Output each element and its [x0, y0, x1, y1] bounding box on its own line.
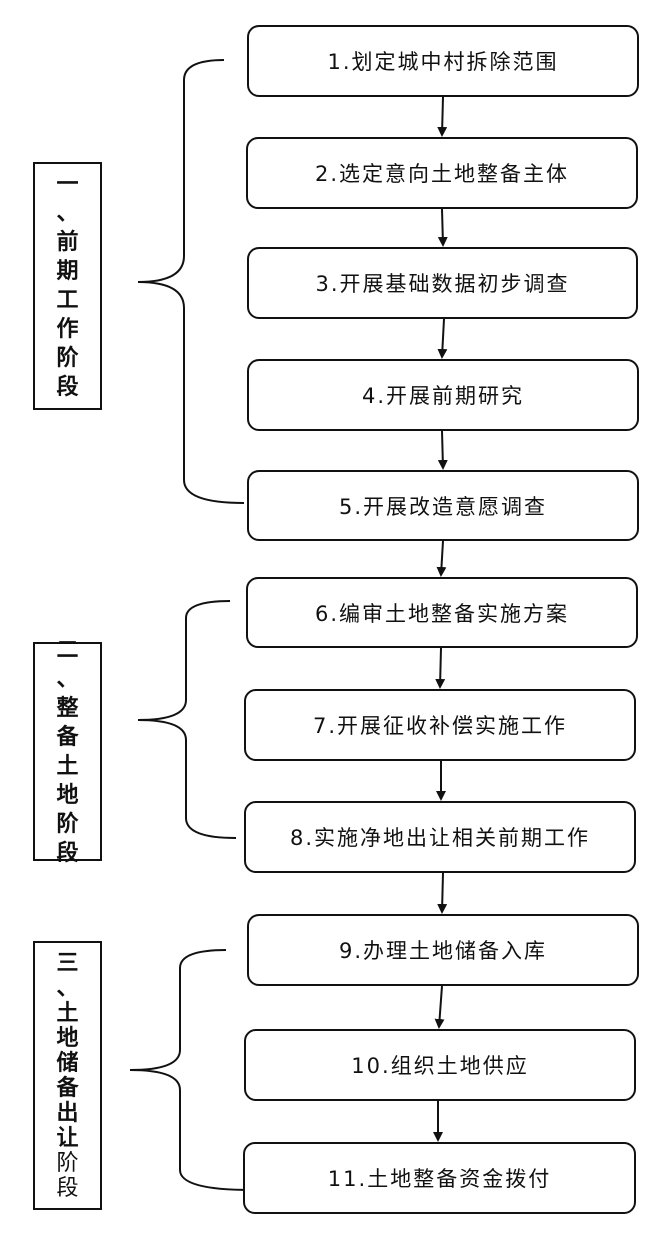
arrow-2-3	[437, 208, 448, 247]
step-box-1: 1.划定城中村拆除范围	[247, 25, 639, 97]
step-box-2: 2.选定意向土地整备主体	[246, 137, 638, 209]
phase-1-char: 作	[56, 317, 79, 342]
phase-3-char: 储	[56, 1050, 79, 1076]
step-box-5: 5.开展改造意愿调查	[247, 470, 639, 541]
phase-2-char: 段	[56, 840, 79, 866]
step-box-3: 3.开展基础数据初步调查	[247, 247, 638, 319]
step-box-6: 6.编审土地整备实施方案	[246, 577, 638, 648]
arrow-5-6	[436, 540, 447, 577]
phase-2-char: 二	[56, 637, 79, 663]
phase-box-3: 三 、 土 地 储 备 出 让 阶 段	[33, 941, 102, 1210]
brace-phase-3	[129, 949, 253, 1191]
phase-1-char: 一	[56, 172, 79, 197]
phase-3-char: 、	[56, 975, 79, 1001]
arrow-8-9	[437, 872, 448, 914]
brace-phase-1	[137, 59, 245, 504]
phase-2-char: 阶	[56, 811, 79, 837]
phase-2-char: 、	[56, 666, 79, 692]
arrow-6-7	[435, 647, 446, 689]
step-box-10: 10.组织土地供应	[244, 1029, 636, 1101]
arrow-1-2	[437, 96, 448, 137]
phase-3-char: 三	[56, 950, 79, 976]
phase-1-char: 期	[56, 259, 79, 284]
phase-2-char: 土	[56, 753, 79, 779]
phase-3-char: 地	[56, 1025, 79, 1051]
arrow-3-4	[437, 318, 448, 359]
phase-1-char: 段	[56, 375, 79, 400]
phase-3-char: 出	[56, 1100, 79, 1126]
step-box-8: 8.实施净地出让相关前期工作	[244, 801, 636, 873]
arrow-4-5	[437, 430, 448, 470]
step-box-7: 7.开展征收补偿实施工作	[244, 689, 636, 761]
phase-3-char: 段	[56, 1175, 79, 1201]
phase-3-char: 土	[56, 1000, 79, 1026]
phase-2-char: 备	[56, 724, 79, 750]
phase-1-char: 阶	[56, 346, 79, 371]
step-box-9: 9.办理土地储备入库	[247, 914, 639, 986]
phase-2-char: 整	[56, 695, 79, 721]
phase-3-char: 备	[56, 1075, 79, 1101]
phase-1-char: 、	[56, 201, 79, 226]
brace-phase-2	[137, 600, 237, 839]
phase-1-char: 工	[56, 288, 79, 313]
phase-box-1: 一 、 前 期 工 作 阶 段	[33, 162, 102, 410]
phase-1-char: 前	[56, 230, 79, 255]
step-box-4: 4.开展前期研究	[247, 359, 639, 431]
phase-box-2: 二 、 整 备 土 地 阶 段	[33, 638, 102, 866]
arrow-9-10	[434, 985, 445, 1029]
phase-3-char: 阶	[56, 1150, 79, 1176]
phase-3-char: 让	[56, 1125, 79, 1151]
phase-2-char: 地	[56, 782, 79, 808]
step-box-11: 11.土地整备资金拨付	[243, 1142, 636, 1214]
